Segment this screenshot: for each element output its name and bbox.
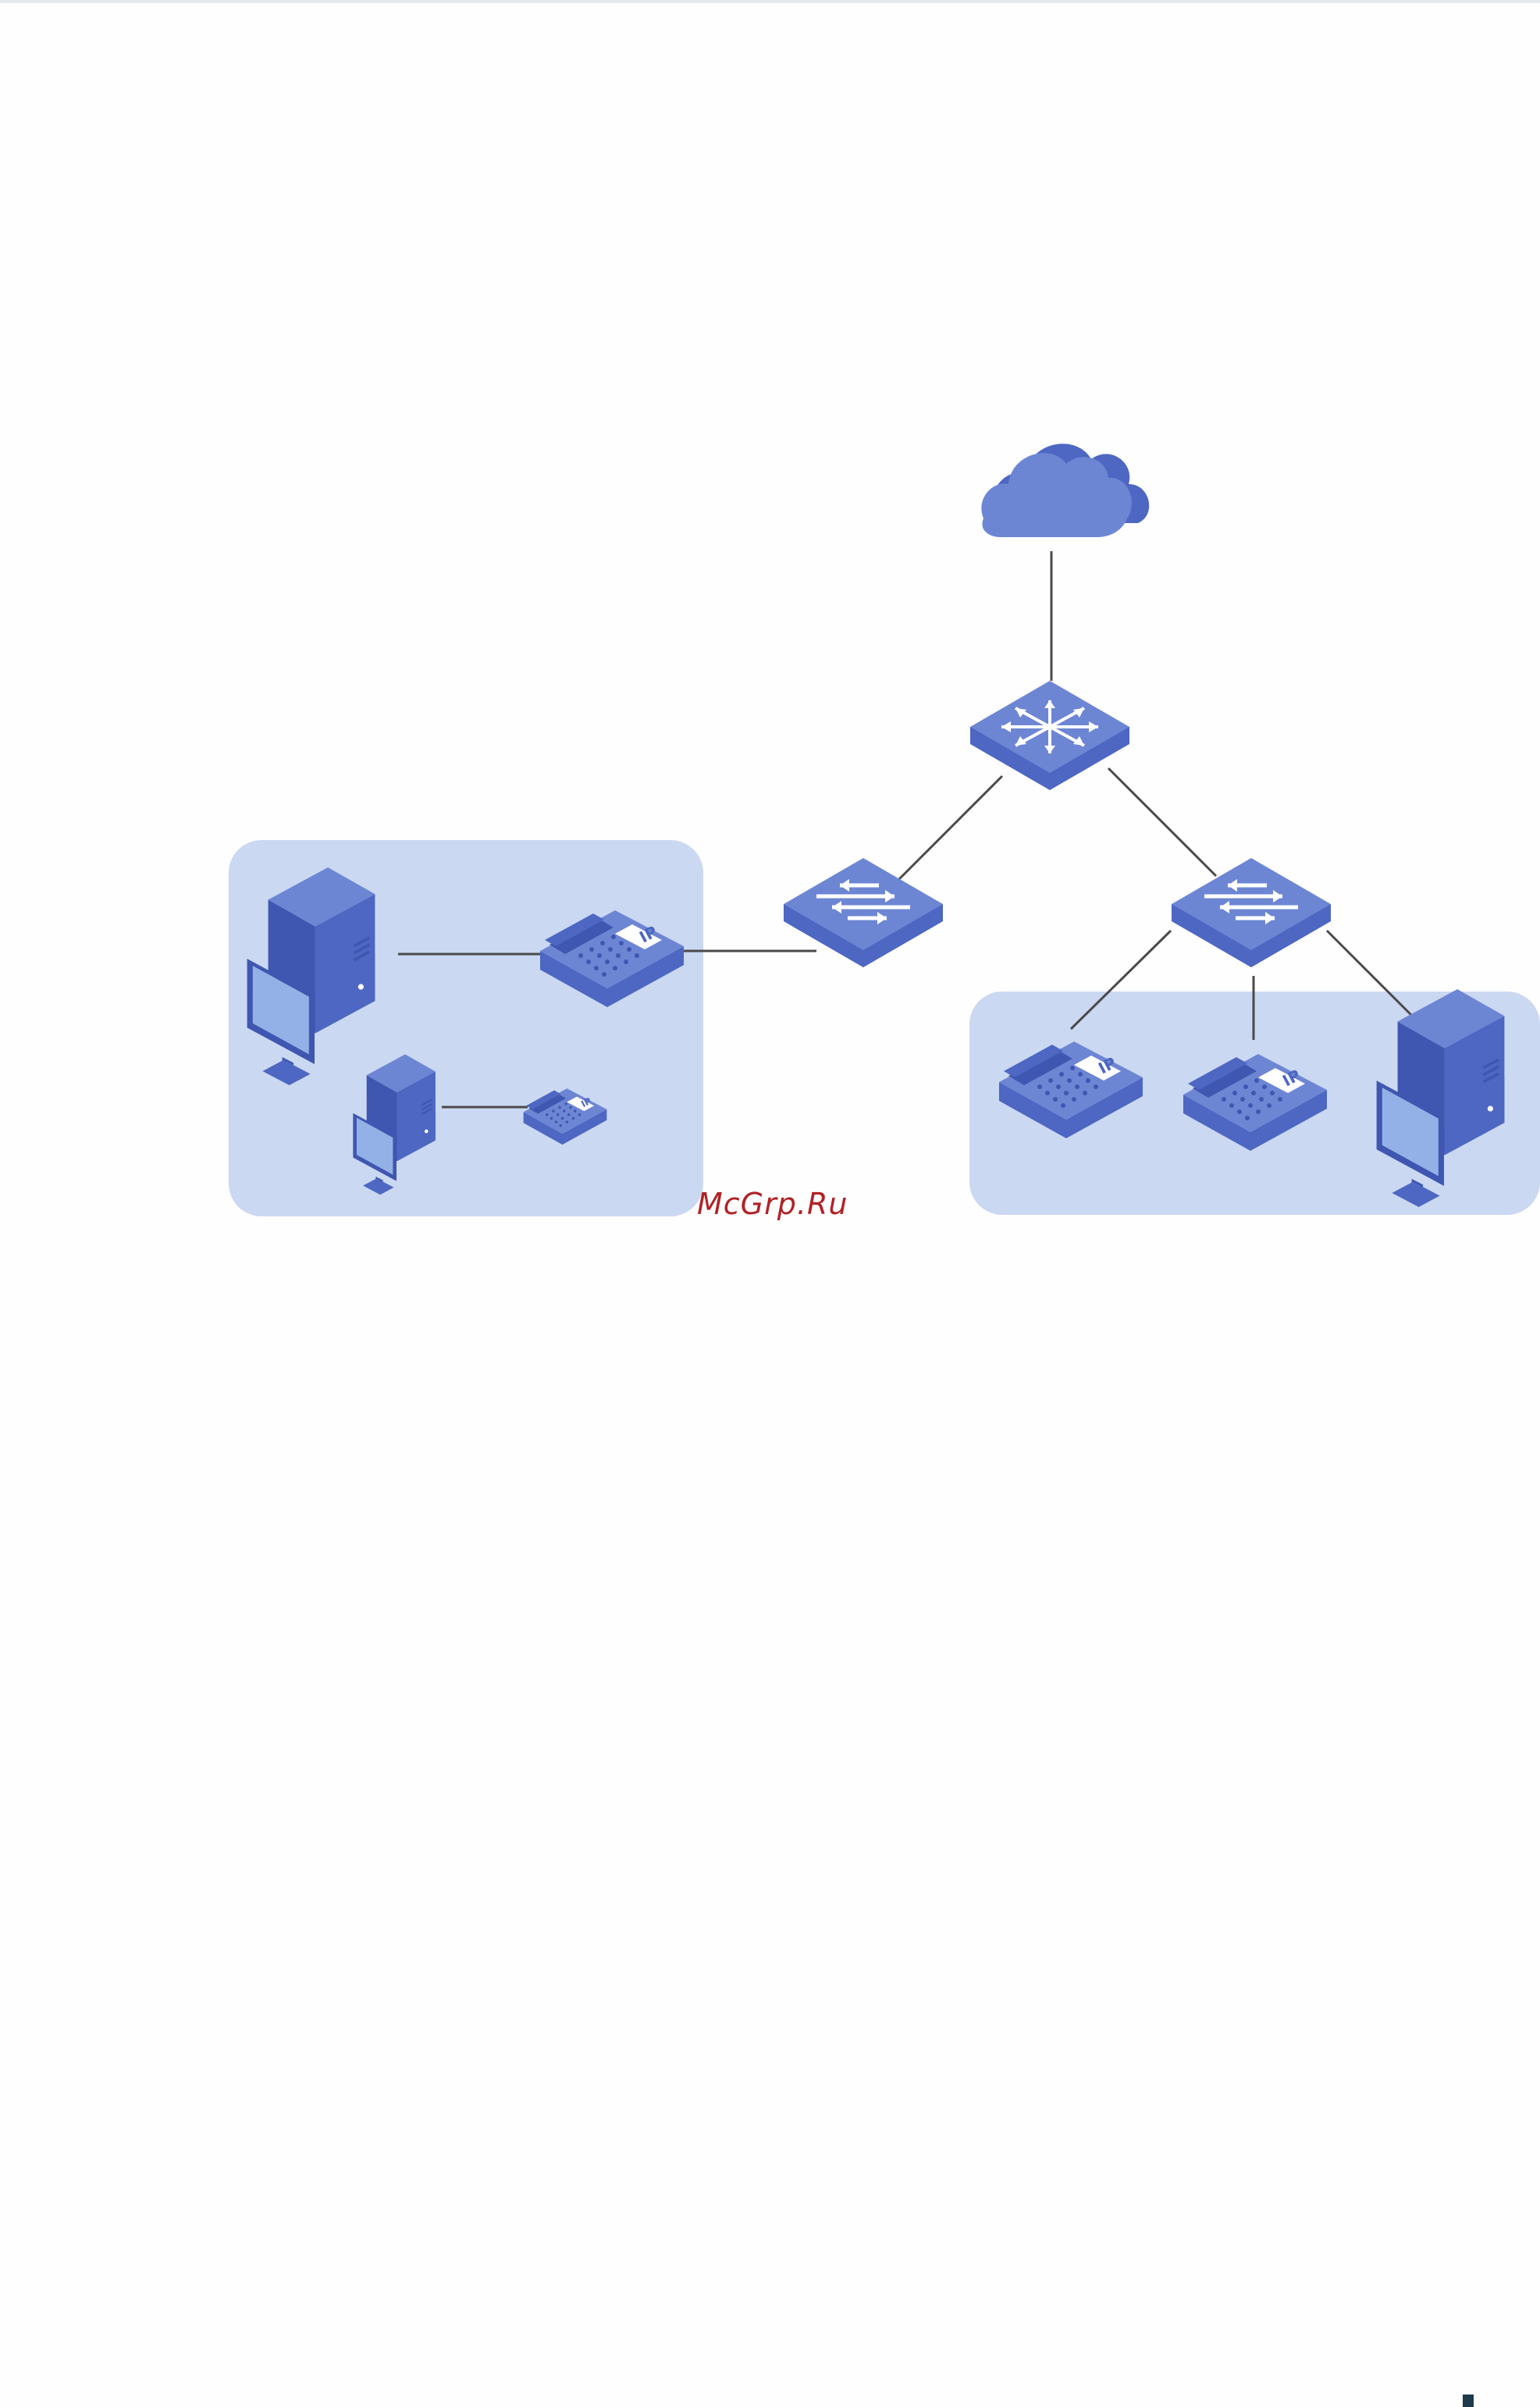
- cloud-icon: [981, 443, 1149, 537]
- link-core-access-right: [1108, 768, 1216, 876]
- watermark-text: McGrp.Ru: [697, 1187, 848, 1221]
- switch-icon: [1172, 858, 1331, 967]
- link-core-access-left: [899, 776, 1002, 879]
- l3-switch-icon: [970, 681, 1129, 790]
- page-corner-mark: [1463, 2395, 1474, 2407]
